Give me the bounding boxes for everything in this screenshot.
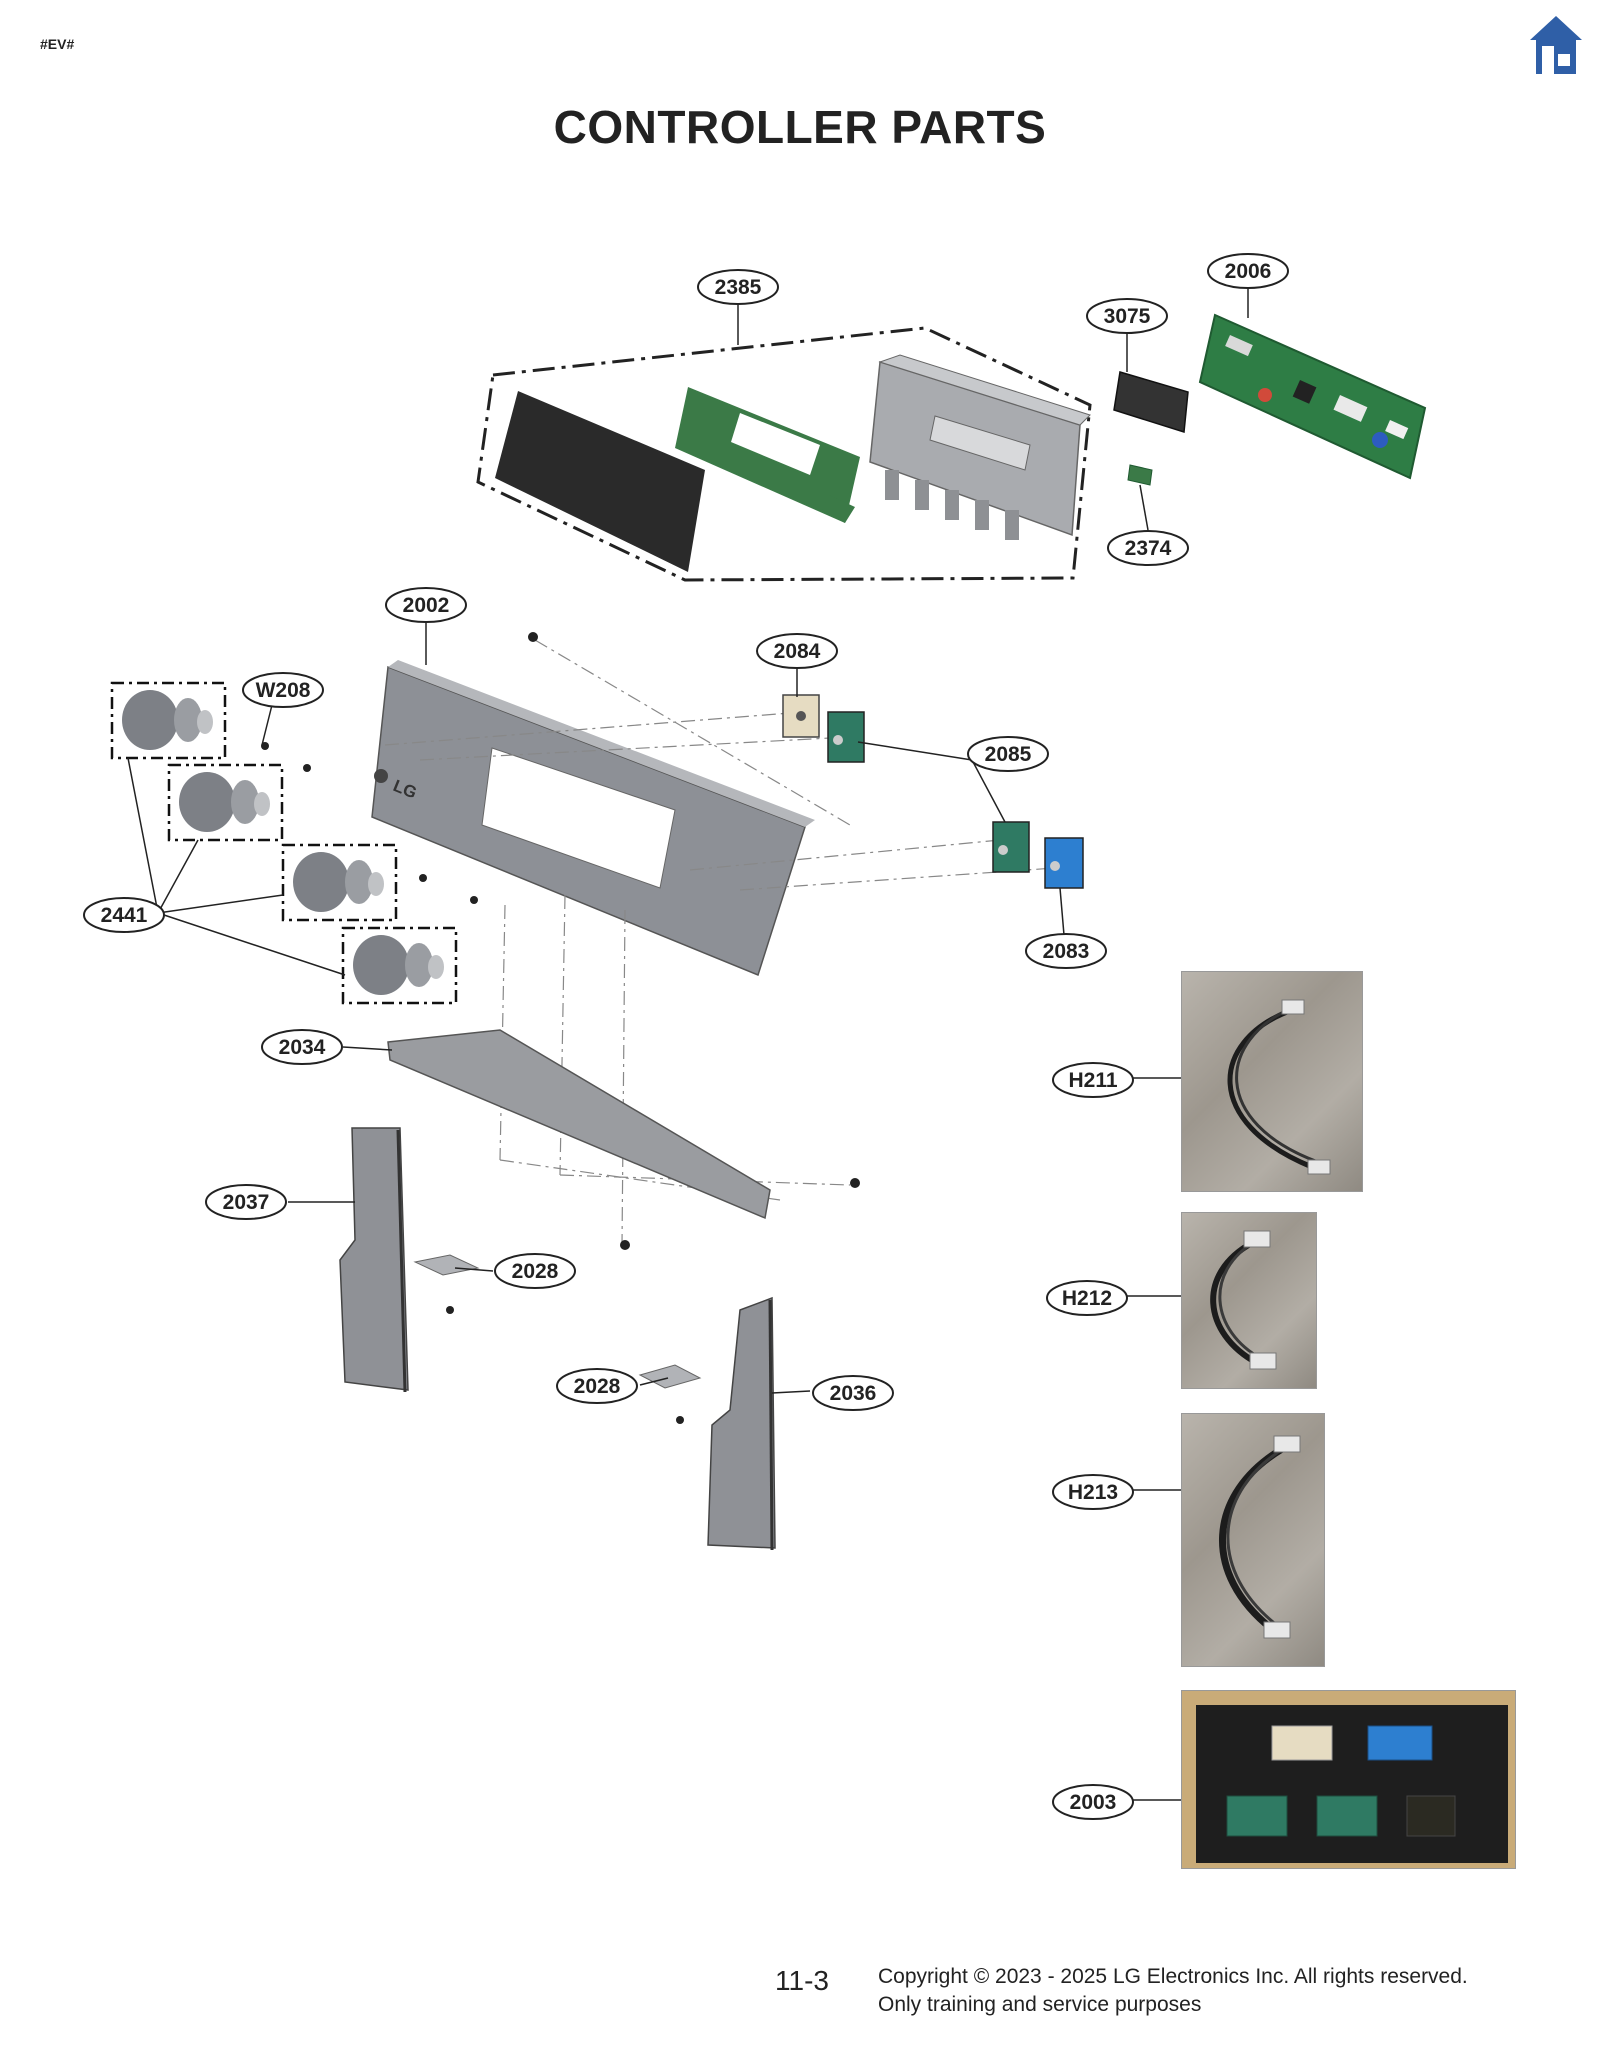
- svg-text:2002: 2002: [403, 594, 450, 617]
- callout-2083: 2083: [1025, 933, 1107, 969]
- callout-2003: 2003: [1052, 1784, 1134, 1820]
- switch-2084: [782, 694, 820, 738]
- svg-text:2037: 2037: [223, 1191, 270, 1214]
- left-end-bracket: [339, 1127, 409, 1393]
- switch-kit-2003-photo: [1181, 1690, 1516, 1869]
- callout-2374: 2374: [1107, 530, 1189, 566]
- document-code-tag: #EV#: [40, 36, 75, 52]
- callout-2036: 2036: [812, 1375, 894, 1411]
- svg-text:2003: 2003: [1070, 1791, 1117, 1814]
- svg-text:2441: 2441: [101, 904, 148, 927]
- sub-pcb: [1127, 464, 1153, 486]
- callout-2037: 2037: [205, 1184, 287, 1220]
- plate-2028-right: [638, 1364, 702, 1389]
- callout-2028-left: 2028: [494, 1253, 576, 1289]
- harness-h212-photo: [1181, 1212, 1317, 1389]
- callout-H213: H213: [1052, 1474, 1134, 1510]
- usage-note: Only training and service purposes: [878, 1993, 1202, 2016]
- svg-text:2085: 2085: [985, 743, 1032, 766]
- svg-text:H213: H213: [1068, 1481, 1118, 1504]
- svg-text:2028: 2028: [574, 1375, 621, 1398]
- callouts: 2385 2006 3075 2374 2002 W208 2084 2085 …: [83, 253, 1289, 1820]
- knob-group-4: [341, 926, 458, 1005]
- svg-text:2374: 2374: [1125, 537, 1172, 560]
- display-window-glass: [495, 391, 705, 572]
- display-bracket: [869, 354, 1091, 540]
- callout-H212: H212: [1046, 1280, 1128, 1316]
- home-icon[interactable]: [1528, 14, 1584, 76]
- callout-W208: W208: [242, 672, 324, 708]
- svg-text:H212: H212: [1062, 1287, 1112, 1310]
- svg-text:2034: 2034: [279, 1036, 326, 1059]
- callout-2085: 2085: [967, 736, 1049, 772]
- switch-2085-lower: [992, 821, 1030, 873]
- callout-2002: 2002: [385, 587, 467, 623]
- switch-2085-upper: [827, 711, 865, 763]
- callout-3075: 3075: [1086, 298, 1168, 334]
- svg-text:2006: 2006: [1225, 260, 1272, 283]
- copyright-notice: Copyright © 2023 - 2025 LG Electronics I…: [878, 1963, 1468, 2019]
- harness-h211-photo: [1181, 971, 1363, 1192]
- copyright-line: Copyright © 2023 - 2025 LG Electronics I…: [878, 1965, 1468, 1988]
- page-number: 11-3: [775, 1965, 829, 1996]
- svg-text:3075: 3075: [1104, 305, 1151, 328]
- knob-group-3: [281, 843, 398, 922]
- svg-text:2084: 2084: [774, 640, 821, 663]
- callout-2385: 2385: [697, 269, 779, 305]
- display-assembly: [476, 326, 1092, 582]
- svg-text:2036: 2036: [830, 1382, 877, 1405]
- knob-group-2: [167, 763, 284, 842]
- control-panel: LG: [371, 660, 815, 977]
- right-end-bracket: [707, 1296, 776, 1551]
- callout-2084: 2084: [756, 633, 838, 669]
- main-pcb: [1198, 313, 1427, 480]
- harness-h213-photo: [1181, 1413, 1325, 1667]
- leader-lines: [127, 283, 1249, 1801]
- svg-text:2028: 2028: [512, 1260, 559, 1283]
- svg-text:2385: 2385: [715, 276, 762, 299]
- callout-2441: 2441: [83, 897, 165, 933]
- knob-group-1: [110, 681, 227, 760]
- callout-H211: H211: [1052, 1062, 1134, 1098]
- callout-2028-right: 2028: [556, 1368, 638, 1404]
- callout-2034: 2034: [261, 1029, 343, 1065]
- svg-text:H211: H211: [1068, 1069, 1117, 1092]
- page-title: CONTROLLER PARTS: [553, 101, 1047, 153]
- callout-2006: 2006: [1207, 253, 1289, 289]
- wifi-module: [1113, 371, 1189, 433]
- svg-text:W208: W208: [256, 679, 311, 702]
- plate-2028-left: [413, 1254, 480, 1276]
- svg-text:2083: 2083: [1043, 940, 1090, 963]
- lower-trim: [387, 1029, 771, 1220]
- switch-2083: [1044, 837, 1084, 889]
